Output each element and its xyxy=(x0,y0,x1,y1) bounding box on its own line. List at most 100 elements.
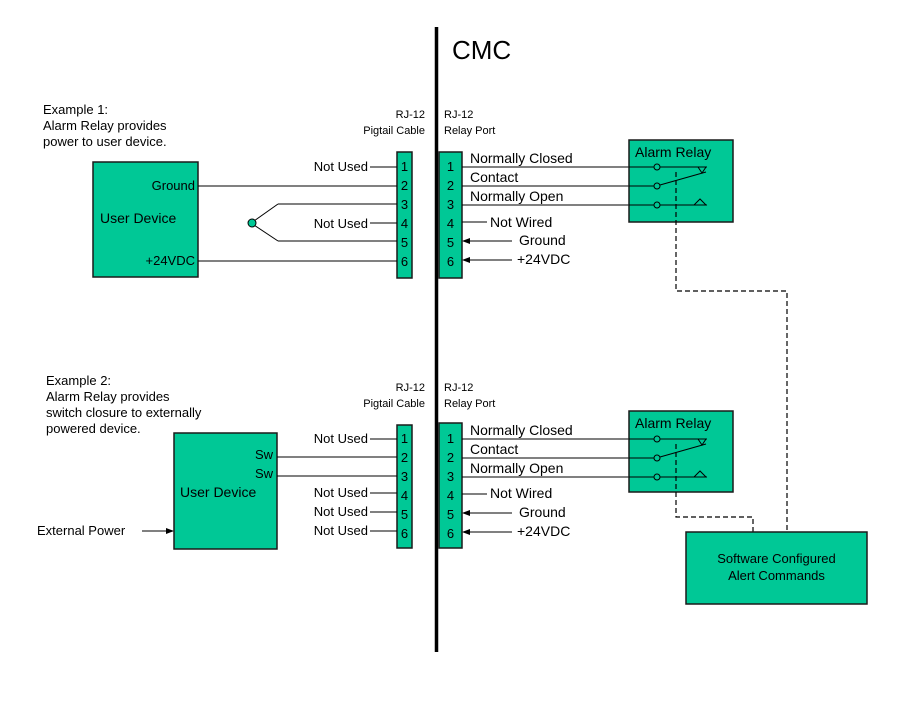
loopback-junction-icon xyxy=(247,218,257,228)
pin-5: 5 xyxy=(401,235,408,250)
alarm-relay-box xyxy=(628,139,734,223)
not-used-label-pin1: Not Used xyxy=(314,431,368,446)
normally-closed-label: Normally Closed xyxy=(470,422,573,438)
pin-4: 4 xyxy=(447,216,454,231)
control-line-bottom-relay xyxy=(675,444,754,532)
alarm-relay-label: Alarm Relay xyxy=(635,415,711,431)
power-label: +24VDC xyxy=(517,251,570,267)
example-1: Example 1: Alarm Relay provides power to… xyxy=(43,102,734,279)
pigtail-pins: 1 2 3 4 5 6 xyxy=(401,159,408,269)
nc-contact-icon xyxy=(697,438,707,446)
ground-label: Ground xyxy=(519,232,566,248)
example-2-heading: Example 2: xyxy=(46,373,111,388)
device-power-label: +24VDC xyxy=(146,253,196,268)
relay-terminal-icon xyxy=(653,435,661,443)
control-line-top-relay xyxy=(675,172,788,532)
pin-2: 2 xyxy=(447,450,454,465)
no-contact-icon xyxy=(692,470,708,478)
example-1-desc-line1: Alarm Relay provides xyxy=(43,118,167,133)
pin-1: 1 xyxy=(447,159,454,174)
pin-2: 2 xyxy=(401,178,408,193)
cmc-title: CMC xyxy=(452,35,511,65)
relay-terminal-icon xyxy=(653,201,661,209)
example-1-desc-line2: power to user device. xyxy=(43,134,167,149)
relay-terminal-icon xyxy=(653,163,661,171)
relay-port-connector xyxy=(438,422,463,549)
external-power-label: External Power xyxy=(37,523,126,538)
alarm-relay-top: Alarm Relay xyxy=(628,139,734,223)
normally-open-label: Normally Open xyxy=(470,460,563,476)
no-contact-icon xyxy=(692,198,708,206)
nc-contact-icon xyxy=(697,166,707,174)
pin-6: 6 xyxy=(401,254,408,269)
not-used-label-pin1: Not Used xyxy=(314,159,368,174)
pigtail-label-1: RJ-12 xyxy=(396,109,425,121)
power-label: +24VDC xyxy=(517,523,570,539)
device-ground-label: Ground xyxy=(152,178,195,193)
relay-terminal-icon xyxy=(653,454,661,462)
not-wired-label: Not Wired xyxy=(490,214,552,230)
not-used-label-pin5: Not Used xyxy=(314,504,368,519)
example-2: Example 2: Alarm Relay provides switch c… xyxy=(37,373,734,550)
example-2-desc-line3: powered device. xyxy=(46,421,141,436)
relay-terminal-icon xyxy=(653,182,661,190)
pin-6: 6 xyxy=(401,526,408,541)
switch-label-1: Sw xyxy=(255,447,274,462)
example-2-desc-line2: switch closure to externally xyxy=(46,405,202,420)
not-used-label-pin4: Not Used xyxy=(314,485,368,500)
contact-label: Contact xyxy=(470,441,518,457)
contact-label: Contact xyxy=(470,169,518,185)
pigtail-label-2: Pigtail Cable xyxy=(363,125,425,137)
pigtail-connector xyxy=(396,424,413,549)
pin-5: 5 xyxy=(401,507,408,522)
relay-port-pins: 1 2 3 4 5 6 xyxy=(447,431,454,541)
pin-5: 5 xyxy=(447,235,454,250)
pin-3: 3 xyxy=(447,197,454,212)
pin-4: 4 xyxy=(401,216,408,231)
relay-terminal-icon xyxy=(653,473,661,481)
pigtail-label-1: RJ-12 xyxy=(396,382,425,394)
loop-wire-upper xyxy=(253,203,279,222)
pigtail-connector xyxy=(396,151,413,279)
relay-switch-arm-icon xyxy=(659,171,707,186)
alarm-relay-bottom: Alarm Relay xyxy=(628,410,734,493)
pin-6: 6 xyxy=(447,254,454,269)
user-device-box xyxy=(92,161,199,278)
pin-1: 1 xyxy=(447,431,454,446)
pin-2: 2 xyxy=(401,450,408,465)
relay-port-connector xyxy=(438,151,463,279)
relay-port-label-1: RJ-12 xyxy=(444,382,473,394)
pin-4: 4 xyxy=(447,488,454,503)
pin-3: 3 xyxy=(401,469,408,484)
software-label-line1: Software Configured xyxy=(717,551,836,566)
software-box xyxy=(685,531,868,605)
software-alert-commands: Software Configured Alert Commands xyxy=(685,531,868,605)
relay-port-label-2: Relay Port xyxy=(444,398,495,410)
relay-port-label-2: Relay Port xyxy=(444,125,495,137)
pin-1: 1 xyxy=(401,159,408,174)
user-device-box xyxy=(173,432,278,550)
pin-3: 3 xyxy=(447,469,454,484)
ground-label: Ground xyxy=(519,504,566,520)
loop-wire-lower xyxy=(253,224,279,242)
not-used-label-pin6: Not Used xyxy=(314,523,368,538)
relay-port-pins: 1 2 3 4 5 6 xyxy=(447,159,454,269)
pin-4: 4 xyxy=(401,488,408,503)
pin-2: 2 xyxy=(447,178,454,193)
example-2-desc-line1: Alarm Relay provides xyxy=(46,389,170,404)
relay-port-label-1: RJ-12 xyxy=(444,109,473,121)
user-device-label: User Device xyxy=(100,210,176,226)
pin-6: 6 xyxy=(447,526,454,541)
alarm-relay-label: Alarm Relay xyxy=(635,144,711,160)
pin-3: 3 xyxy=(401,197,408,212)
not-used-label-pin4: Not Used xyxy=(314,216,368,231)
relay-switch-arm-icon xyxy=(659,443,707,458)
pigtail-label-2: Pigtail Cable xyxy=(363,398,425,410)
not-wired-label: Not Wired xyxy=(490,485,552,501)
software-label-line2: Alert Commands xyxy=(728,568,825,583)
switch-label-2: Sw xyxy=(255,466,274,481)
normally-open-label: Normally Open xyxy=(470,188,563,204)
user-device-label: User Device xyxy=(180,484,256,500)
pin-5: 5 xyxy=(447,507,454,522)
